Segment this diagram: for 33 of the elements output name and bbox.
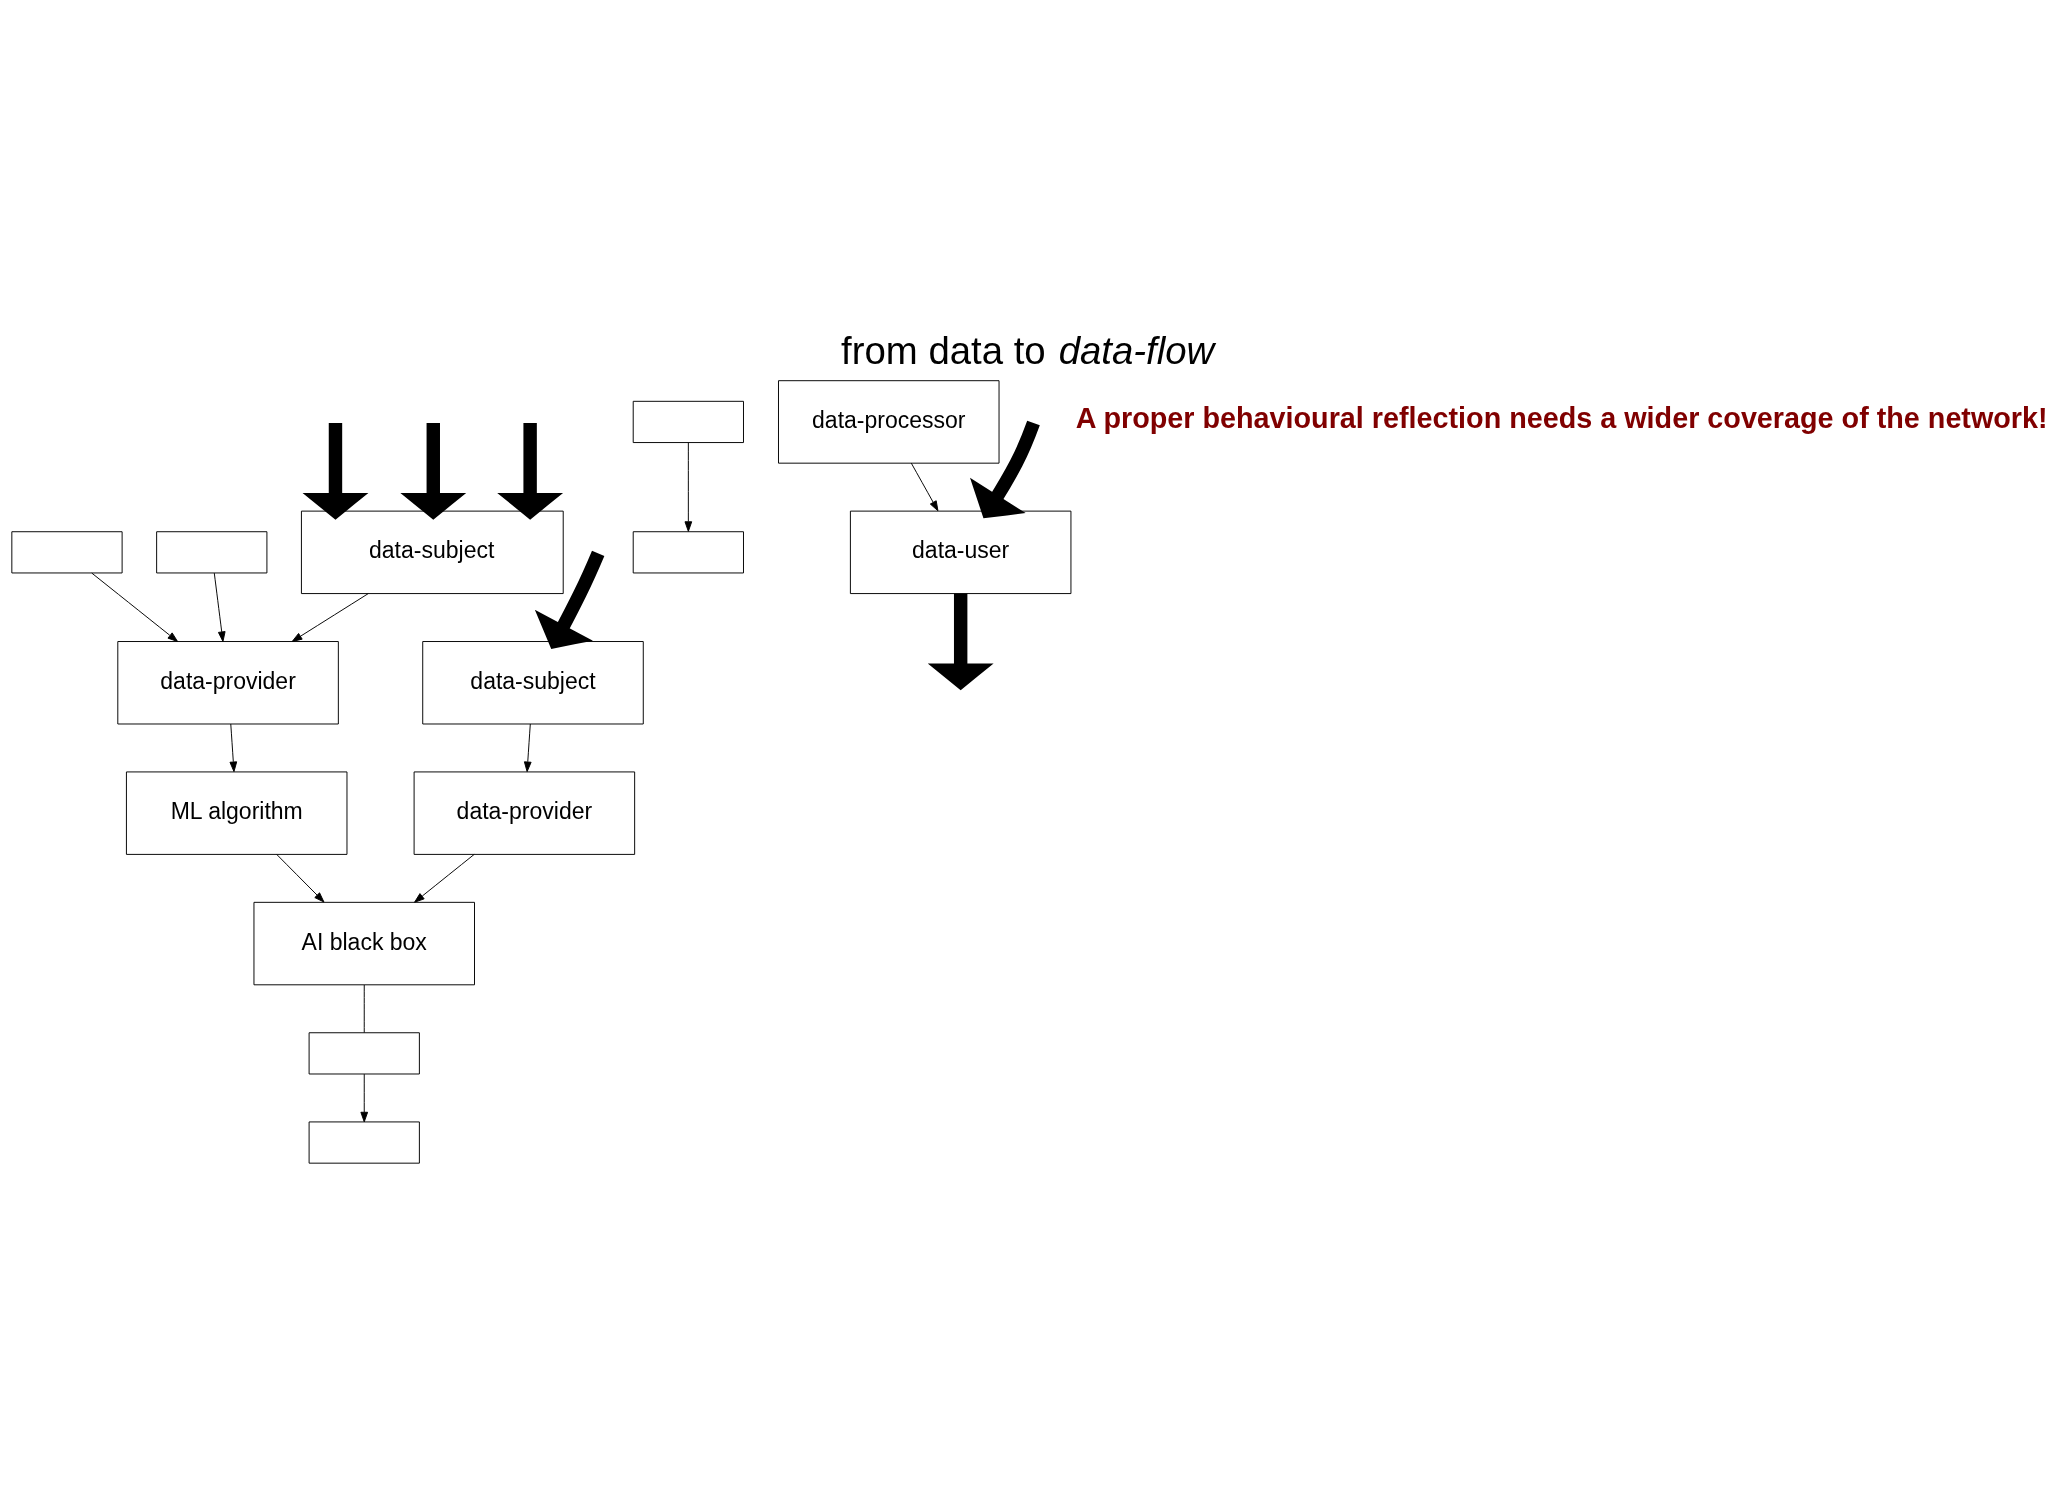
arrow: [360, 1073, 369, 1122]
node-box: data-processor: [778, 379, 1000, 464]
arrow: [213, 572, 226, 642]
node-box: ML algorithm: [125, 770, 348, 855]
node-box: data-subject: [300, 510, 564, 594]
diagram-title: from data to data-flow: [841, 328, 1215, 372]
arrow: [970, 420, 1040, 518]
arrow: [927, 593, 994, 690]
node-box: [156, 530, 268, 573]
arrow: [684, 441, 693, 532]
arrow: [276, 853, 325, 902]
node-box: AI black box: [253, 901, 475, 985]
arrow: [534, 550, 605, 649]
arrow: [91, 572, 179, 642]
label: A proper behavioural reflection needs a wider coverage of the network!: [1075, 401, 2048, 434]
arrow: [291, 592, 369, 642]
node-box: data-provider: [413, 770, 636, 855]
arrow: [302, 422, 369, 520]
node-box: [308, 1031, 420, 1074]
node-box: data-provider: [117, 640, 339, 724]
connector: [363, 984, 365, 1033]
arrow: [910, 462, 939, 511]
node-box: [632, 530, 744, 573]
node-box: [11, 530, 123, 573]
arrow: [523, 723, 532, 772]
node-box: data-subject: [422, 640, 644, 724]
arrow: [229, 723, 238, 772]
arrow: [400, 422, 467, 520]
arrow: [414, 853, 475, 903]
node-box: data-user: [849, 510, 1072, 594]
node-box: [632, 400, 744, 443]
node-box: [308, 1120, 420, 1164]
arrow: [497, 422, 564, 520]
